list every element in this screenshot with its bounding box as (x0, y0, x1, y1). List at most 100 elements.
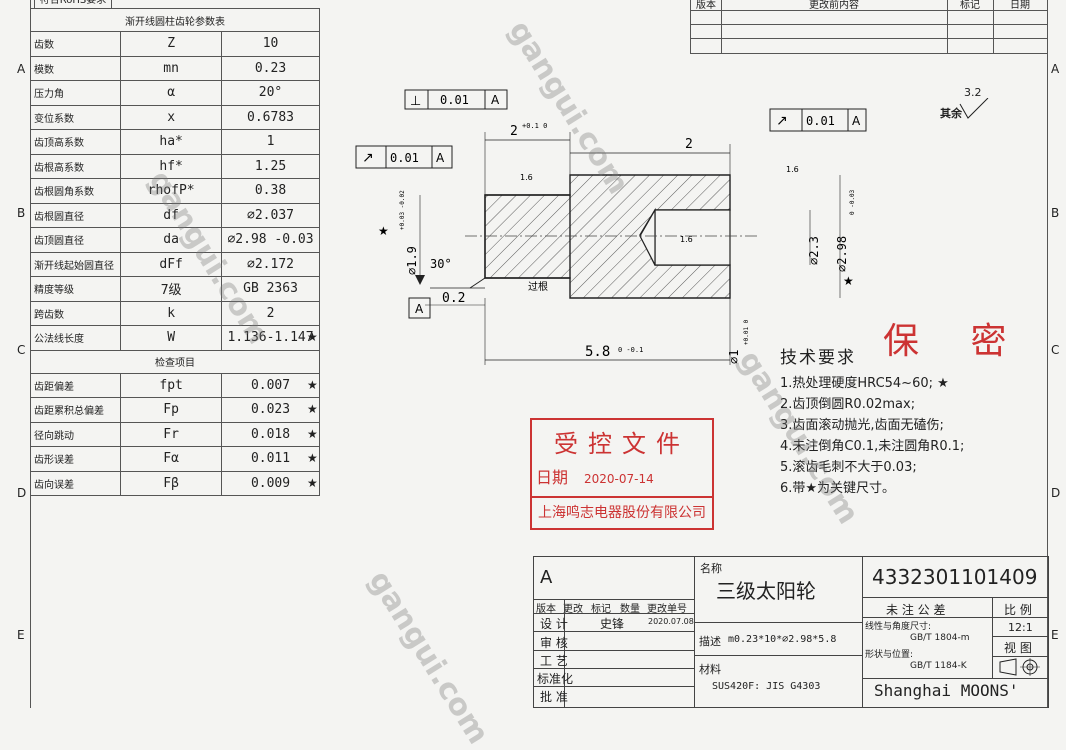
rough-1-6: 1.6 (520, 173, 533, 182)
scale-value: 12:1 (1008, 621, 1033, 634)
param-name: 渐开线起始圆直径 (29, 251, 122, 277)
stamp-date: 2020-07-14 (584, 472, 654, 486)
tol-runout-right-val: 0.01 (806, 114, 835, 128)
projection-icon (999, 658, 1040, 676)
param-value: 0.011 (221, 446, 320, 472)
controlled-document-stamp: 受控文件 日期 2020-07-14 上海鸣志电器股份有限公司 (530, 418, 714, 530)
standard-label: 标准化 (537, 672, 574, 686)
param-value: 0.23 (221, 55, 320, 81)
param-name: 径向跳动 (29, 421, 122, 447)
part-name: 三级太阳轮 (716, 579, 816, 603)
zone-label-left: E (17, 628, 25, 642)
param-name: 压力角 (29, 80, 122, 106)
dim-30deg: 30° (430, 257, 452, 271)
param-value: 1 (221, 129, 320, 155)
rev-col-date: 日期 (1010, 0, 1030, 11)
roughness-icon (959, 98, 989, 119)
param-symbol: α (120, 80, 223, 106)
view-label: 视 图 (1004, 641, 1032, 655)
param-value: 0.009 (221, 470, 320, 496)
col-change: 更改 (563, 604, 583, 615)
rev-col-mark: 标记 (960, 0, 980, 11)
dim-d1-9-tol: +0.03 -0.02 (399, 190, 406, 230)
datum-a: A (415, 302, 424, 316)
param-symbol: Fr (120, 421, 223, 447)
param-symbol: fpt (120, 372, 223, 398)
param-symbol: k (120, 300, 223, 326)
zone-label-left: A (17, 62, 26, 76)
param-value: ∅2.98 -0.03 (221, 227, 320, 253)
param-value: 20° (221, 80, 320, 106)
key-dimension-star: ★ (307, 427, 318, 441)
param-name: 精度等级 (29, 276, 122, 302)
tol-perp-sym: ⊥ (410, 94, 421, 109)
tol-form-label: 形状与位置: (865, 650, 914, 660)
dim-2: 2 (685, 137, 693, 152)
part-number: 4332301101409 (872, 565, 1038, 589)
dim-d1-tol: +0.01 0 (743, 319, 750, 345)
param-value: GB 2363 (221, 276, 320, 302)
name-label: 名称 (700, 562, 722, 575)
dim-0-2: 0.2 (442, 291, 465, 306)
zone-label-right: C (1051, 343, 1060, 357)
param-table-title: 渐开线圆柱齿轮参数表 (30, 8, 320, 32)
rough-3-2: 3.2 (964, 86, 982, 99)
param-symbol: df (120, 202, 223, 228)
tol-runout-right-ref: A (852, 114, 861, 128)
stamp-title: 受控文件 (554, 430, 690, 458)
dim-5-8: 5.8 (585, 344, 610, 360)
rough-1-6: 1.6 (680, 235, 693, 244)
dim-d2-98-tol: 0 -0.03 (849, 189, 856, 215)
param-symbol: W (120, 325, 223, 351)
param-value: 0.023 (221, 397, 320, 423)
param-symbol: 7级 (120, 276, 223, 302)
dim-2-top-tol: +0.1 0 (522, 122, 547, 130)
param-name: 齿形误差 (29, 446, 122, 472)
stamp-date-label: 日期 (536, 468, 569, 487)
param-symbol: Fα (120, 446, 223, 472)
dim-d1: ∅1 (727, 350, 741, 364)
dim-5-8-tol: 0 -0.1 (618, 346, 643, 354)
company-name: Shanghai MOONS' (874, 681, 1019, 700)
param-symbol: x (120, 104, 223, 130)
param-value: 0.6783 (221, 104, 320, 130)
col-change-no: 更改单号 (647, 604, 687, 615)
col-version: 版本 (536, 604, 556, 615)
tech-item: 4.未注倒角C0.1,未注圆角R0.1; (780, 439, 965, 454)
param-value: 0.007 (221, 372, 320, 398)
zone-label-right: D (1051, 486, 1061, 500)
param-name: 齿向误差 (29, 470, 122, 496)
desc-label: 描述 (699, 635, 721, 648)
param-name: 齿顶圆直径 (29, 227, 122, 253)
zone-label-right: B (1051, 206, 1060, 220)
material-label: 材料 (699, 663, 721, 676)
title-block: A 版本 更改 标记 数量 更改单号 设 计 史锋 2020.07.08 审 核… (533, 556, 1049, 708)
param-value: 10 (221, 31, 320, 57)
rough-rest-label: 其余 (940, 107, 962, 120)
stamp-company: 上海鸣志电器股份有限公司 (532, 496, 712, 522)
tol-runout-left-ref: A (436, 151, 445, 165)
param-value: ∅2.037 (221, 202, 320, 228)
param-symbol: mn (120, 55, 223, 81)
tol-linear-label: 线性与角度尺寸: (865, 622, 932, 632)
cut-label: 过根 (528, 280, 548, 293)
revision-block: 版本 更改前内容 标记 日期 (690, 0, 1048, 54)
key-star: ★ (843, 274, 854, 288)
zone-label-left: C (17, 343, 26, 357)
zone-label-left: B (17, 206, 26, 220)
param-name: 跨齿数 (29, 300, 122, 326)
version-letter: A (540, 567, 553, 588)
design-name: 史锋 (600, 617, 625, 631)
tol-runout-left-val: 0.01 (390, 151, 419, 165)
